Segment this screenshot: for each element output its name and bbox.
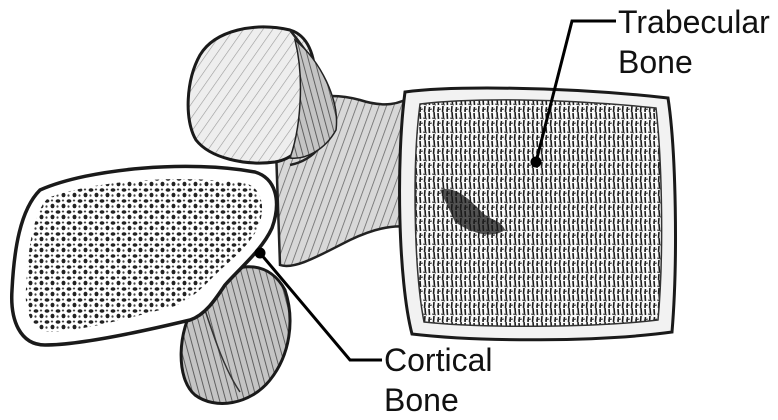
cortical-label-line2: Bone — [384, 380, 492, 420]
cortical-label-line1: Cortical — [384, 340, 492, 380]
trabecular-label-line1: Trabecular — [618, 2, 770, 42]
cortical-bone-label: Cortical Bone — [384, 340, 492, 420]
trabecular-label-line2: Bone — [618, 42, 770, 82]
trabecular-bone-label: Trabecular Bone — [618, 2, 770, 82]
